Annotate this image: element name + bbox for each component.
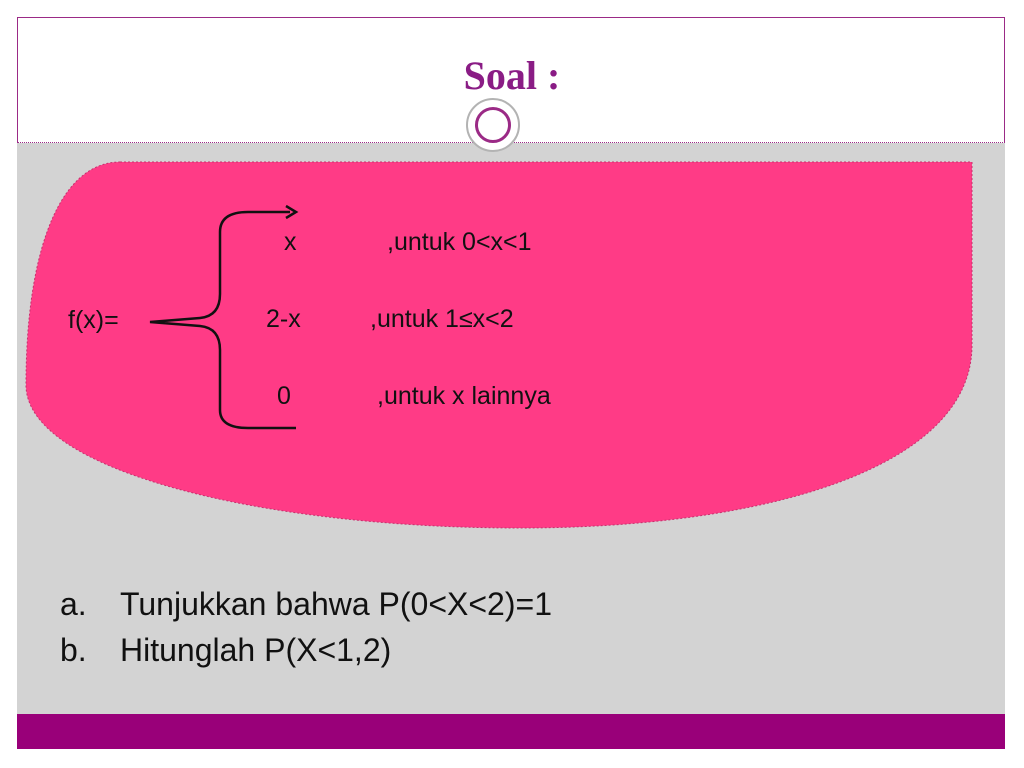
case-3-condition: ,untuk x lainnya bbox=[377, 382, 551, 410]
slide-title: Soal : bbox=[463, 53, 561, 98]
case-3-expr: 0 bbox=[277, 382, 291, 410]
function-label: f(x)= bbox=[68, 306, 119, 334]
question-a-marker: a. bbox=[60, 586, 87, 622]
circle-ornament bbox=[466, 98, 520, 152]
case-1-expr: x bbox=[284, 228, 297, 256]
question-a-text: Tunjukkan bahwa P(0<X<2)=1 bbox=[120, 586, 552, 622]
case-1-condition: ,untuk 0<x<1 bbox=[387, 228, 532, 256]
case-2-condition: ,untuk 1≤x<2 bbox=[370, 305, 514, 333]
question-b-marker: b. bbox=[60, 632, 87, 668]
footer-bar bbox=[17, 714, 1005, 749]
question-b-text: Hitunglah P(X<1,2) bbox=[120, 632, 392, 668]
case-2-expr: 2-x bbox=[266, 305, 301, 333]
